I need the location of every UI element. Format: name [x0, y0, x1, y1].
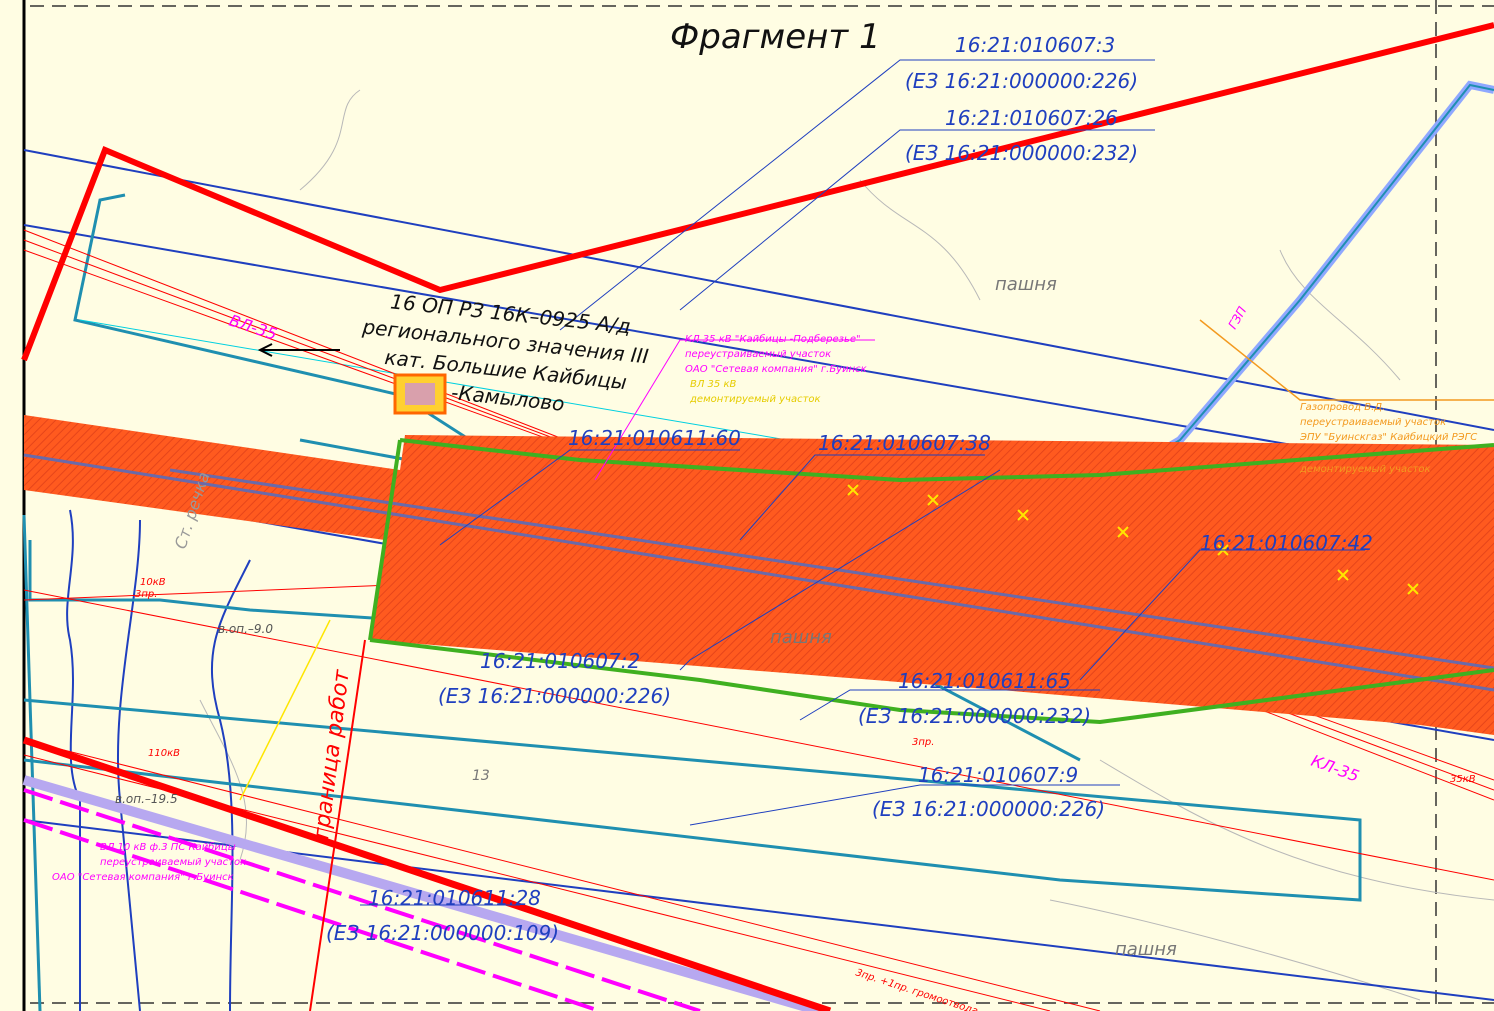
- parcel-65-zone: (ЕЗ 16:21:000000:232): [858, 704, 1091, 728]
- kl35-label-line-2: переустраиваемый участок: [685, 349, 831, 360]
- parcel-28-zone: (ЕЗ 16:21:000000:109): [326, 921, 559, 945]
- work-boundary-line: [309, 639, 366, 1011]
- map-title: Фрагмент 1: [670, 17, 881, 57]
- gas-leader: [1199, 319, 1494, 401]
- lilac-band: [22, 775, 822, 1011]
- parcel-3-zone: (ЕЗ 16:21:000000:226): [905, 69, 1138, 93]
- land-use-labels: пашня пашня пашня: [770, 274, 1177, 960]
- land-use-2: пашня: [770, 627, 832, 648]
- magenta-lines: [23, 788, 701, 1011]
- leader-lines: [360, 59, 1365, 906]
- vl10-label-line-3: ОАО "Сетевая компания" г.Буинск: [52, 872, 234, 883]
- gas-label-line-3: ЭПУ "Буинскгаз" Кайбицкий РЭГС: [1299, 431, 1477, 443]
- land-use-3: пашня: [1115, 939, 1177, 960]
- vl10-label: ВЛ 10 кВ ф.3 ПС Кайбицы переустраиваемый…: [52, 841, 246, 883]
- parcel-2-zone: (ЕЗ 16:21:000000:226): [438, 684, 671, 708]
- kl35-label-line-3: ОАО "Сетевая компания" г.Буинск: [685, 364, 867, 375]
- red-boundary-bottom: [22, 736, 832, 1011]
- gas-label-line-4: демонтируемый участок: [1299, 464, 1431, 475]
- kl35-label-line-1: КЛ 35 кВ "Кайбицы -Подберезье": [685, 333, 861, 345]
- parcel-9-zone: (ЕЗ 16:21:000000:226): [872, 797, 1105, 821]
- label-10kv: 10кВ: [140, 577, 166, 588]
- label-110kv-3pr: 3пр.: [912, 737, 934, 748]
- land-use-1: пашня: [995, 274, 1057, 295]
- yellow-leader: [239, 619, 331, 801]
- label-13: 13: [472, 768, 490, 784]
- red-boundary-top: [21, 22, 1494, 362]
- parcel-2: 16:21:010607:2: [480, 649, 640, 673]
- label-110kv: 110кВ: [148, 748, 180, 759]
- kl35-label-line-5: демонтируемый участок: [689, 394, 821, 405]
- gas-label-line-1: Газопровод В.Д.: [1300, 402, 1385, 413]
- parcel-labels: 16:21:010607:3 (ЕЗ 16:21:000000:226) 16:…: [326, 33, 1373, 945]
- kl35-label: КЛ 35 кВ "Кайбицы -Подберезье" переустра…: [685, 333, 867, 405]
- parcel-3: 16:21:010607:3: [955, 33, 1115, 57]
- parcel-9: 16:21:010607:9: [918, 763, 1078, 787]
- label-10kv-3pr: 3пр.: [135, 589, 157, 600]
- gas-label-line-2: переустраиваемый участок: [1300, 417, 1446, 428]
- parcel-28: 16:21:010611:28: [368, 886, 541, 910]
- parcel-65: 16:21:010611:65: [898, 669, 1071, 693]
- yellow-marks: [847, 484, 1419, 595]
- parcel-26-zone: (ЕЗ 16:21:000000:232): [905, 141, 1138, 165]
- parcel-60: 16:21:010611:60: [568, 426, 741, 450]
- parcel-26: 16:21:010607:26: [945, 106, 1118, 130]
- label-pole: в.оп.–9.0: [218, 622, 273, 636]
- gas-label: Газопровод В.Д. переустраиваемый участок…: [1299, 402, 1477, 475]
- parcel-42: 16:21:010607:42: [1200, 531, 1373, 555]
- label-pole-2: в.оп.–19.5: [115, 792, 178, 806]
- arrow-left: [257, 343, 340, 357]
- green-boundary: [369, 438, 1494, 725]
- vl10-label-line-1: ВЛ 10 кВ ф.3 ПС Кайбицы: [100, 841, 236, 853]
- parcel-38: 16:21:010607:38: [818, 431, 991, 455]
- label-35kv: 35кВ: [1450, 774, 1476, 785]
- magenta-leader: [594, 339, 875, 481]
- vl10-label-line-2: переустраиваемый участок: [100, 857, 246, 868]
- kl35-label-line-4: ВЛ 35 кВ: [690, 379, 737, 390]
